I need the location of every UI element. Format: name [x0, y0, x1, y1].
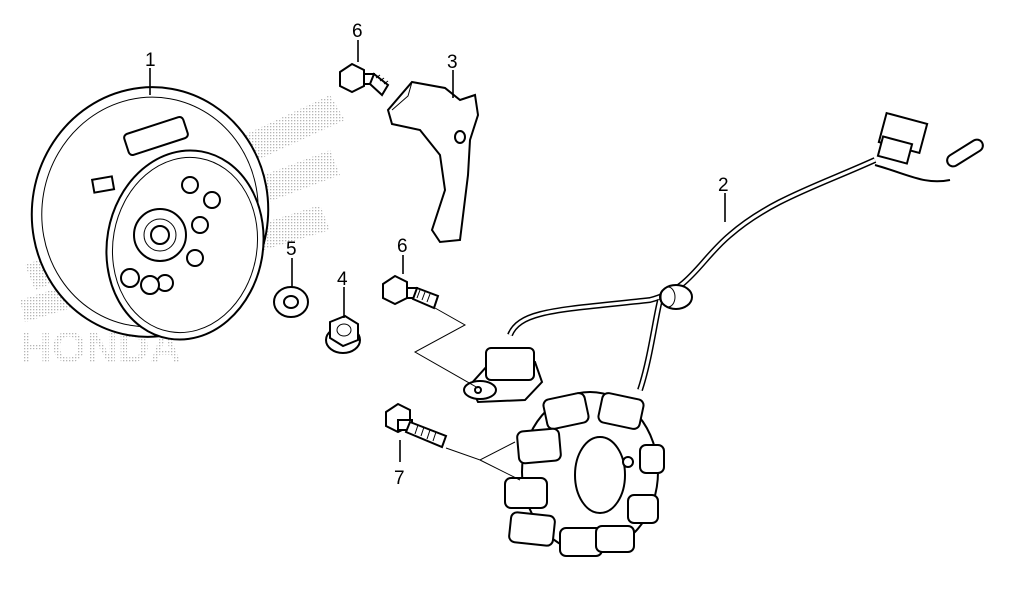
- callout-5: 5: [286, 239, 297, 260]
- wire-bracket: [386, 80, 480, 244]
- callout-7: 7: [394, 468, 405, 489]
- bolt-long: [385, 402, 448, 449]
- callout-4: 4: [337, 269, 348, 290]
- callout-1: 1: [145, 50, 156, 71]
- callout-labels: 1 2 3 4 5 6 6 7: [145, 21, 729, 489]
- bolt-top: [339, 62, 390, 97]
- stator-poles: [504, 392, 665, 557]
- flywheel-rotor: [30, 86, 270, 341]
- callout-2: 2: [718, 175, 729, 196]
- callout-3: 3: [447, 52, 458, 73]
- flange-nut: [325, 314, 361, 354]
- leader-lines: [149, 40, 726, 481]
- callout-6-top: 6: [352, 21, 363, 42]
- bolt-middle: [382, 274, 440, 310]
- callout-6-middle: 6: [397, 236, 408, 257]
- washer: [273, 286, 309, 318]
- stator-assembly: [463, 111, 984, 557]
